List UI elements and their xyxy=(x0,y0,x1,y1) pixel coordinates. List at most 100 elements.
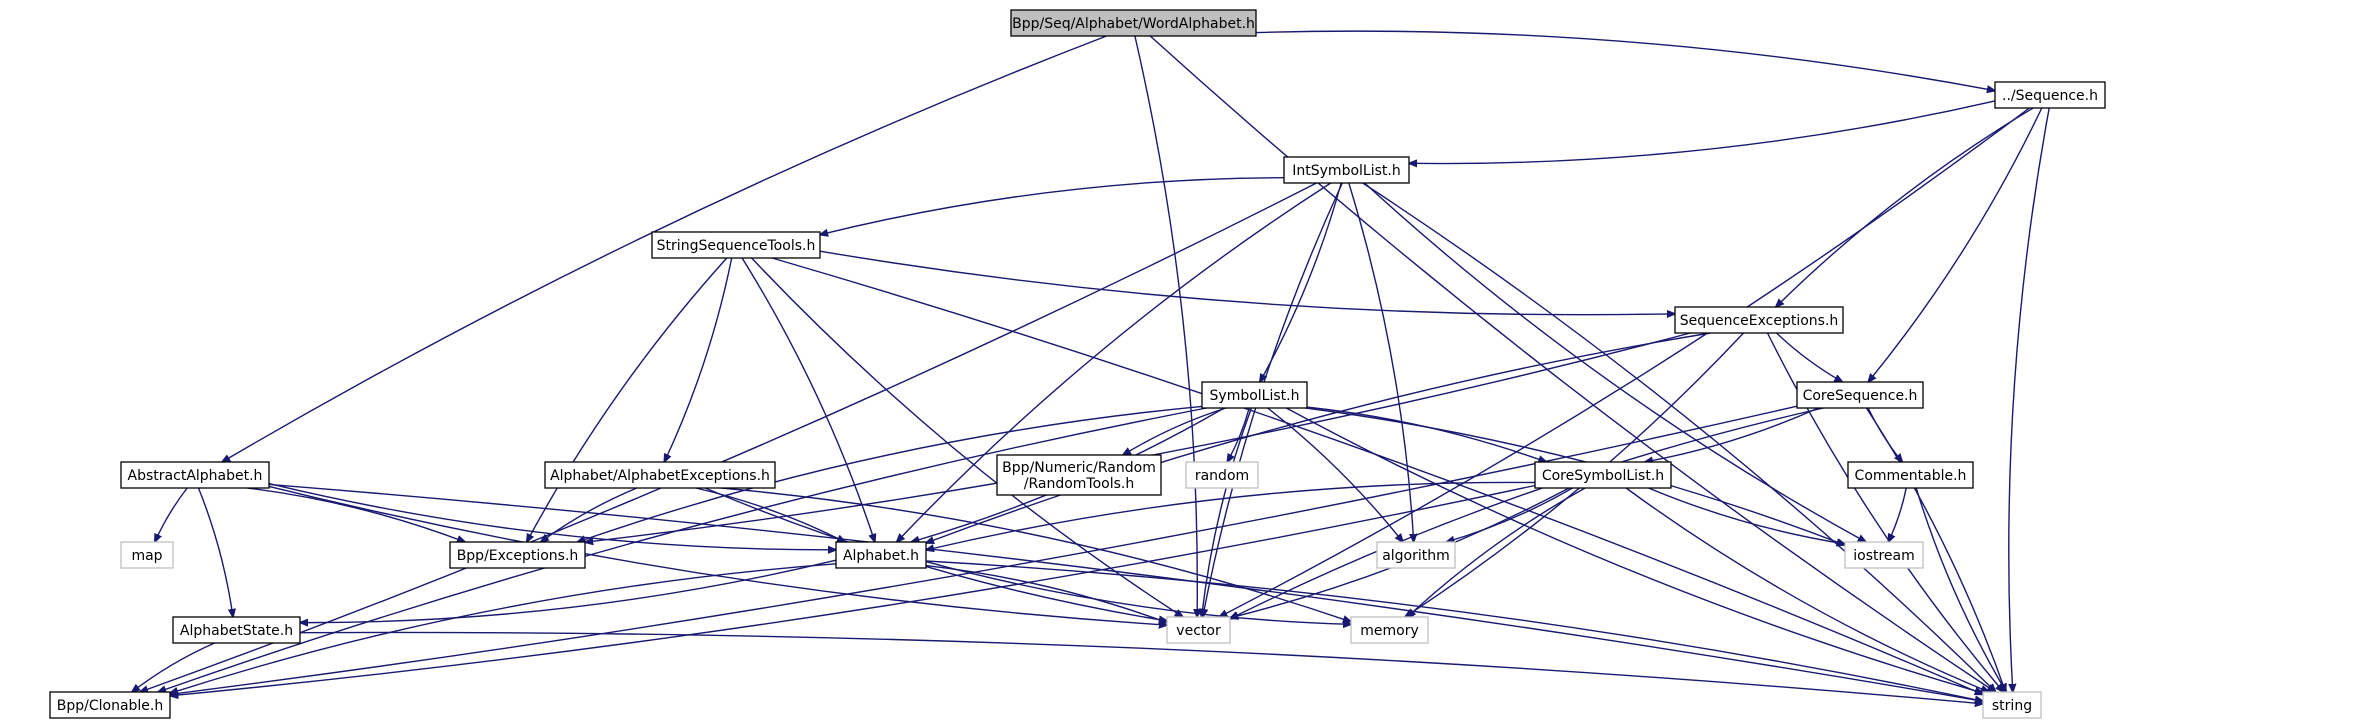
edge-coresymbollist-to-clonable xyxy=(170,484,1536,696)
node-label-algorithm: algorithm xyxy=(1382,548,1450,564)
edge-symbollist-to-vector xyxy=(1202,407,1253,617)
edge-abstractalphabet-to-alphabetstate xyxy=(197,487,234,617)
edge-alphabetexceptions-to-alphabet xyxy=(695,487,845,542)
edge-abstractalphabet-to-string xyxy=(268,483,1983,701)
edges-layer xyxy=(132,30,2050,704)
node-label-commentable: Commentable.h xyxy=(1855,468,1967,484)
node-box-string xyxy=(1982,691,2042,719)
edge-coresymbollist-to-iostream xyxy=(1648,487,1845,544)
edge-coresymbollist-to-algorithm xyxy=(1446,487,1573,542)
node-label-sequenceexceptions: SequenceExceptions.h xyxy=(1680,313,1839,329)
edge-symbollist-to-algorithm xyxy=(1267,407,1403,542)
edge-sequenceexceptions-to-alphabet xyxy=(926,332,1711,543)
node-label-coresymbollist: CoreSymbolList.h xyxy=(1542,468,1664,484)
edge-intsymbollist-to-stringsequencetools xyxy=(820,177,1285,235)
node-algorithm: algorithm xyxy=(1376,541,1456,569)
node-label-vector: vector xyxy=(1176,623,1221,639)
node-label-alphabetstate: AlphabetState.h xyxy=(180,623,293,639)
node-box-alphabet xyxy=(835,541,927,569)
node-clonable[interactable]: Bpp/Clonable.h xyxy=(49,691,171,719)
edge-coresymbollist-to-alphabet xyxy=(926,481,1536,550)
node-coresequence[interactable]: CoreSequence.h xyxy=(1796,381,1924,409)
edge-wordalphabet-to-string xyxy=(1149,35,1995,692)
node-box-vector xyxy=(1166,616,1231,644)
node-box-commentable xyxy=(1847,461,1974,489)
node-memory: memory xyxy=(1350,616,1429,644)
node-intsymbollist[interactable]: IntSymbolList.h xyxy=(1283,156,1410,184)
edge-sequenceexceptions-to-coresequence xyxy=(1776,332,1843,382)
edge-alphabetstate-to-clonable xyxy=(132,642,215,692)
node-box-abstractalphabet xyxy=(120,461,270,489)
node-label-memory: memory xyxy=(1360,623,1419,639)
edge-symbollist-to-clonable xyxy=(158,407,1207,692)
node-label-randomtools: /RandomTools.h xyxy=(1024,476,1135,492)
node-string: string xyxy=(1982,691,2042,719)
node-box-coresymbollist xyxy=(1534,461,1672,489)
edge-sequence-to-intsymbollist xyxy=(1409,100,1996,164)
edge-wordalphabet-to-vector xyxy=(1134,35,1197,617)
edge-stringsequencetools-to-exceptions xyxy=(527,257,728,542)
node-iostream: iostream xyxy=(1844,541,1924,569)
edge-sequenceexceptions-to-string xyxy=(1766,332,2004,692)
node-label-coresequence: CoreSequence.h xyxy=(1803,388,1918,404)
node-box-wordalphabet xyxy=(1010,9,1257,37)
edge-symbollist-to-randomtools xyxy=(1123,407,1227,455)
node-abstractalphabet[interactable]: AbstractAlphabet.h xyxy=(120,461,270,489)
node-wordalphabet[interactable]: Bpp/Seq/Alphabet/WordAlphabet.h xyxy=(1010,9,1257,37)
node-label-randomtools: Bpp/Numeric/Random xyxy=(1002,460,1156,476)
node-box-symbollist xyxy=(1201,381,1308,409)
edge-intsymbollist-to-string xyxy=(1362,182,1996,692)
edge-abstractalphabet-to-alphabet xyxy=(268,482,836,550)
node-box-intsymbollist xyxy=(1283,156,1410,184)
node-alphabet[interactable]: Alphabet.h xyxy=(835,541,927,569)
edge-symbollist-to-random xyxy=(1227,407,1250,462)
node-stringsequencetools[interactable]: StringSequenceTools.h xyxy=(651,231,821,259)
node-sequence[interactable]: ../Sequence.h xyxy=(1994,81,2106,109)
edge-stringsequencetools-to-vector xyxy=(751,257,1183,617)
node-vector: vector xyxy=(1166,616,1231,644)
edge-sequence-to-string xyxy=(2009,107,2050,692)
edge-wordalphabet-to-abstractalphabet xyxy=(222,35,1107,462)
node-box-map xyxy=(120,541,174,569)
node-box-coresequence xyxy=(1796,381,1924,409)
node-label-abstractalphabet: AbstractAlphabet.h xyxy=(128,468,263,484)
node-box-algorithm xyxy=(1376,541,1456,569)
node-label-string: string xyxy=(1992,698,2032,714)
node-randomtools[interactable]: Bpp/Numeric/Random/RandomTools.h xyxy=(996,454,1162,496)
node-box-memory xyxy=(1350,616,1429,644)
edge-commentable-to-iostream xyxy=(1888,487,1907,542)
edge-symbollist-to-iostream xyxy=(1305,407,1845,545)
edge-alphabetexceptions-to-memory xyxy=(721,487,1351,622)
node-symbollist[interactable]: SymbolList.h xyxy=(1201,381,1308,409)
node-label-wordalphabet: Bpp/Seq/Alphabet/WordAlphabet.h xyxy=(1012,16,1255,32)
edge-alphabet-to-clonable xyxy=(170,563,837,694)
edge-alphabet-to-memory xyxy=(925,560,1351,625)
node-label-clonable: Bpp/Clonable.h xyxy=(57,698,164,714)
edge-alphabetstate-to-string xyxy=(299,631,1983,703)
edge-alphabet-to-alphabetstate xyxy=(300,559,837,622)
node-box-iostream xyxy=(1844,541,1924,569)
node-sequenceexceptions[interactable]: SequenceExceptions.h xyxy=(1674,306,1844,334)
node-coresymbollist[interactable]: CoreSymbolList.h xyxy=(1534,461,1672,489)
edge-coresequence-to-string xyxy=(1865,407,2005,692)
edge-stringsequencetools-to-alphabet xyxy=(741,257,875,542)
edge-coresymbollist-to-string xyxy=(1625,487,1989,692)
node-alphabetexceptions[interactable]: Alphabet/AlphabetExceptions.h xyxy=(544,461,776,489)
node-box-stringsequencetools xyxy=(651,231,821,259)
nodes-layer: Bpp/Seq/Alphabet/WordAlphabet.h ../Sequen… xyxy=(49,9,2106,719)
node-exceptions[interactable]: Bpp/Exceptions.h xyxy=(449,541,586,569)
node-alphabetstate[interactable]: AlphabetState.h xyxy=(172,616,301,644)
node-commentable[interactable]: Commentable.h xyxy=(1847,461,1974,489)
edge-alphabetexceptions-to-exceptions xyxy=(541,487,638,542)
node-label-exceptions: Bpp/Exceptions.h xyxy=(457,548,579,564)
edge-sequence-to-coresequence xyxy=(1868,107,2043,382)
node-label-alphabet: Alphabet.h xyxy=(843,548,919,564)
node-map: map xyxy=(120,541,174,569)
edge-symbollist-to-string xyxy=(1285,407,1983,693)
edge-sequence-to-vector xyxy=(1219,107,2030,617)
edge-intsymbollist-to-clonable xyxy=(140,182,1317,692)
edge-stringsequencetools-to-alphabetexceptions xyxy=(664,257,733,462)
node-label-alphabetexceptions: Alphabet/AlphabetExceptions.h xyxy=(550,468,770,484)
edge-intsymbollist-to-alphabet xyxy=(897,182,1332,542)
